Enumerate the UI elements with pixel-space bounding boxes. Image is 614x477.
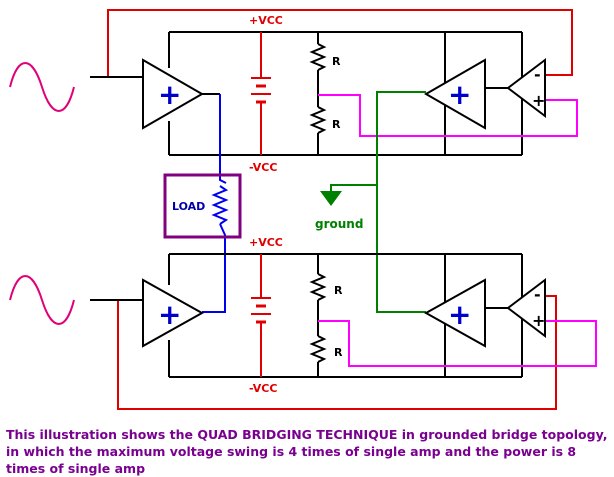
quad-bridge-diagram: + +VCC -VCC R R + - + ground xyxy=(9,9,597,410)
top-left-amplifier xyxy=(142,58,205,130)
top-left-amp-plus: + xyxy=(158,78,181,111)
bottom-inverter-amplifier xyxy=(506,277,546,339)
top-input-sine-icon xyxy=(9,62,75,112)
top-section: + +VCC -VCC R R + - + xyxy=(9,9,578,174)
bottom-section: + +VCC -VCC R R + - + xyxy=(9,236,597,410)
bottom-right-amplifier xyxy=(423,278,486,348)
bottom-right-amp-plus: + xyxy=(448,298,471,331)
bottom-r-lower-label: R xyxy=(334,346,343,359)
top-right-amplifier xyxy=(423,58,486,130)
bottom-red-loop-wire xyxy=(117,295,557,410)
ground-label: ground xyxy=(315,217,363,231)
bottom-r-upper-label: R xyxy=(334,284,343,297)
load-wire-top xyxy=(219,94,227,184)
top-vcc-neg-label: -VCC xyxy=(249,161,277,174)
ground-wire-branch xyxy=(330,184,377,191)
bottom-left-amplifier xyxy=(142,278,205,348)
load-wire-bottom xyxy=(202,223,226,313)
ground-symbol-icon xyxy=(320,191,342,206)
load-resistor xyxy=(211,185,229,225)
bottom-resistor-upper xyxy=(309,273,327,301)
bottom-vcc-pos-label: +VCC xyxy=(249,236,283,249)
top-resistor-lower xyxy=(309,106,327,134)
bottom-vcc-neg-label: -VCC xyxy=(249,382,277,395)
bottom-input-sine-icon xyxy=(9,275,75,325)
bottom-feedback-wire xyxy=(318,320,597,367)
top-inverter-plus: + xyxy=(532,91,545,110)
bottom-inverter-plus: + xyxy=(532,311,545,330)
top-right-amp-plus: + xyxy=(448,78,471,111)
load-box xyxy=(163,173,242,239)
bottom-left-amp-plus: + xyxy=(158,298,181,331)
top-feedback-wire xyxy=(318,94,578,137)
ground-network: ground xyxy=(315,91,426,313)
top-red-loop-wire xyxy=(107,9,573,77)
top-inverter-minus: - xyxy=(534,65,541,84)
top-resistor-upper xyxy=(309,43,327,71)
bottom-inverter-minus: - xyxy=(534,285,541,304)
bottom-resistor-lower xyxy=(309,335,327,363)
top-inverter-amplifier xyxy=(506,57,546,119)
load-label: LOAD xyxy=(172,200,205,213)
top-r-lower-label: R xyxy=(332,118,341,131)
caption-text: This illustration shows the QUAD BRIDGIN… xyxy=(6,427,608,476)
top-r-upper-label: R xyxy=(332,55,341,68)
load-network: LOAD xyxy=(163,94,242,313)
ground-wire-top xyxy=(376,91,426,313)
top-vcc-pos-label: +VCC xyxy=(249,14,283,27)
